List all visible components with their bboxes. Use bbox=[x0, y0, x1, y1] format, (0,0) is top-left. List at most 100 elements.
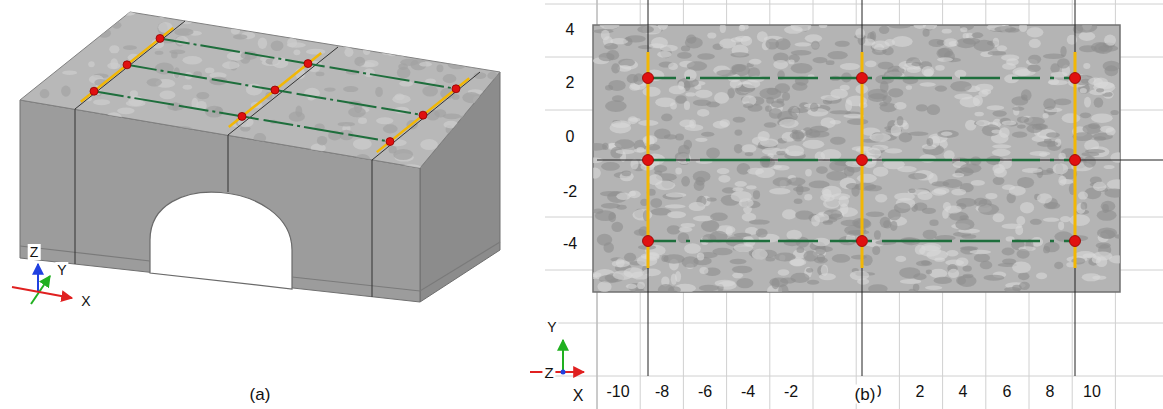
surface-texture bbox=[1043, 98, 1056, 110]
surface-texture bbox=[840, 63, 860, 70]
surface-texture bbox=[685, 92, 695, 96]
panel-caption: (b) bbox=[853, 385, 878, 404]
surface-texture bbox=[363, 60, 378, 67]
surface-texture bbox=[51, 125, 63, 136]
surface-texture bbox=[174, 28, 193, 36]
surface-texture bbox=[621, 170, 631, 176]
surface-texture bbox=[601, 30, 610, 41]
surface-texture bbox=[295, 154, 303, 163]
surface-texture bbox=[419, 52, 434, 59]
surface-texture bbox=[117, 107, 135, 114]
surface-texture bbox=[663, 254, 684, 263]
measure-point bbox=[419, 111, 427, 119]
surface-texture bbox=[919, 82, 935, 86]
surface-texture bbox=[1097, 227, 1117, 238]
surface-texture bbox=[784, 26, 803, 34]
surface-texture bbox=[1083, 156, 1096, 168]
surface-texture bbox=[830, 89, 848, 99]
surface-texture bbox=[699, 267, 708, 274]
surface-texture bbox=[1002, 258, 1016, 264]
surface-texture bbox=[149, 133, 155, 141]
surface-texture bbox=[637, 26, 654, 34]
surface-texture bbox=[599, 53, 615, 61]
surface-texture bbox=[454, 34, 472, 45]
surface-texture bbox=[1019, 25, 1027, 32]
surface-texture bbox=[20, 126, 31, 138]
surface-texture bbox=[923, 29, 930, 37]
surface-texture bbox=[892, 36, 913, 47]
surface-texture bbox=[828, 51, 848, 59]
surface-texture bbox=[823, 220, 833, 225]
surface-texture bbox=[185, 6, 199, 16]
surface-texture bbox=[1022, 168, 1043, 173]
surface-texture bbox=[160, 90, 176, 99]
surface-texture bbox=[874, 230, 881, 239]
tick-label: -10 bbox=[604, 383, 631, 401]
surface-texture bbox=[282, 13, 293, 18]
surface-texture bbox=[911, 62, 922, 66]
surface-texture bbox=[972, 32, 983, 38]
surface-texture bbox=[665, 204, 686, 208]
surface-texture bbox=[814, 257, 828, 263]
surface-texture bbox=[470, 20, 485, 26]
surface-texture bbox=[624, 253, 636, 262]
surface-texture bbox=[946, 250, 958, 256]
surface-texture bbox=[1043, 53, 1065, 58]
surface-texture bbox=[1110, 110, 1118, 115]
seam-line bbox=[372, 72, 480, 160]
surface-texture bbox=[322, 27, 334, 37]
section-line bbox=[862, 0, 863, 376]
surface-texture bbox=[183, 140, 189, 152]
surface-texture bbox=[297, 159, 314, 168]
surface-texture bbox=[769, 108, 782, 119]
surface-texture bbox=[999, 127, 1010, 138]
surface-texture bbox=[782, 209, 796, 219]
surface-texture bbox=[196, 162, 205, 167]
surface-texture bbox=[929, 220, 938, 226]
surface-texture bbox=[916, 261, 932, 267]
surface-texture bbox=[1107, 179, 1120, 189]
surface-texture bbox=[733, 117, 746, 123]
surface-texture bbox=[684, 243, 701, 254]
surface-texture bbox=[956, 258, 968, 267]
surface-texture bbox=[344, 48, 353, 57]
grid-line bbox=[545, 323, 1163, 324]
surface-texture bbox=[246, 84, 263, 96]
surface-texture bbox=[343, 86, 358, 92]
axis-label: Z bbox=[28, 244, 41, 260]
surface-texture bbox=[1057, 58, 1070, 68]
surface-texture bbox=[126, 100, 146, 107]
reference-lines bbox=[597, 0, 1163, 376]
measure-point bbox=[452, 85, 460, 93]
surface-texture bbox=[460, 115, 471, 120]
surface-texture bbox=[95, 114, 104, 125]
surface-texture bbox=[720, 25, 726, 33]
surface-texture bbox=[601, 162, 620, 171]
surface-texture bbox=[845, 99, 852, 111]
surface-texture bbox=[805, 34, 822, 42]
surface-texture bbox=[895, 256, 906, 262]
surface-texture bbox=[637, 147, 645, 152]
measure-point bbox=[857, 236, 868, 247]
surface-texture bbox=[1091, 42, 1109, 53]
surface-texture bbox=[649, 43, 665, 48]
base-ledge bbox=[292, 242, 500, 291]
surface-texture bbox=[934, 277, 952, 284]
surface-texture bbox=[629, 84, 640, 91]
surface-texture bbox=[1002, 63, 1016, 70]
surface-texture bbox=[879, 102, 887, 106]
surface-texture bbox=[885, 39, 895, 46]
surface-texture bbox=[387, 49, 397, 56]
surface-texture bbox=[1046, 132, 1060, 138]
surface-texture bbox=[1110, 152, 1120, 163]
surface-texture bbox=[600, 25, 620, 29]
scan-top-view bbox=[593, 25, 1120, 292]
surface-texture bbox=[866, 211, 885, 217]
surface-texture bbox=[993, 177, 1005, 185]
section-line bbox=[1075, 0, 1076, 376]
surface-texture bbox=[835, 41, 850, 47]
surface-texture bbox=[791, 50, 812, 55]
surface-texture bbox=[786, 230, 802, 241]
surface-texture bbox=[452, 94, 460, 100]
